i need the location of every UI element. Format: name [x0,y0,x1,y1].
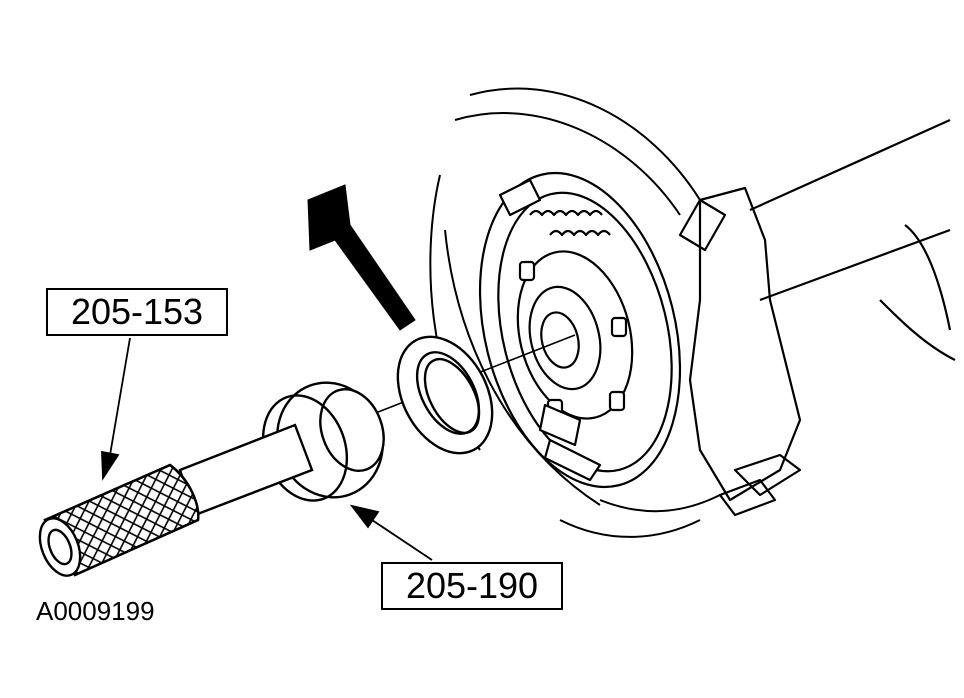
backing-plate-arcs [429,87,721,538]
leader-bottom [349,504,433,561]
driver-handle-205-153 [38,423,314,577]
tool-label-text: 205-190 [405,565,539,606]
brake-assembly [478,171,682,489]
axle-housing [678,118,956,517]
tool-label-205-153: 205-153 [46,288,228,336]
figure-id: A0009199 [36,596,155,626]
tool-label-205-190: 205-190 [381,562,563,610]
direction-arrow [307,184,416,331]
leader-top [101,337,131,481]
axle-seal [396,335,494,455]
tool-label-text: 205-153 [70,291,204,332]
